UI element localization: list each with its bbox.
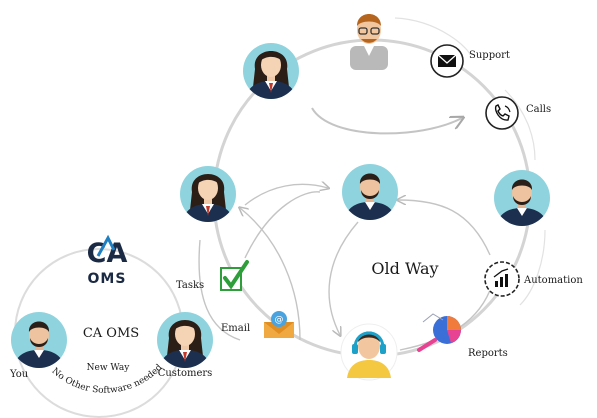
flow-arrow (311, 107, 462, 135)
automation-gear-icon (484, 261, 520, 297)
label-you: You (9, 369, 29, 380)
label-support: Support (469, 50, 510, 61)
checkmark-icon (220, 260, 249, 291)
new-way-subtitle: New Way (87, 363, 131, 373)
avatar-male-right (494, 170, 550, 228)
svg-text:CA: CA (87, 238, 128, 269)
flow-arrow (244, 184, 328, 206)
new-way-title: CA OMS (83, 326, 139, 341)
label-email: Email (221, 323, 250, 334)
pie-chart-icon (417, 313, 461, 352)
label-automation: Automation (523, 275, 583, 286)
svg-text:@: @ (275, 315, 284, 325)
avatar-headset-agent (340, 323, 398, 381)
avatar-female-left (180, 166, 236, 224)
flow-arrow (198, 239, 241, 341)
ca-oms-logo: CA OMS (87, 234, 128, 287)
flow-arrow (398, 200, 491, 256)
flow-arrow (240, 208, 301, 341)
label-customers: Customers (158, 368, 213, 379)
email-at-icon: @ (264, 311, 294, 338)
flow-arrow (328, 221, 359, 335)
flow-arrow (244, 191, 321, 259)
label-calls: Calls (526, 104, 551, 115)
label-tasks: Tasks (176, 280, 204, 291)
avatar-female-top (243, 43, 299, 101)
label-reports: Reports (468, 348, 508, 359)
avatar-customers (157, 312, 213, 370)
old-way-title: Old Way (371, 259, 438, 278)
envelope-icon (430, 44, 464, 78)
svg-text:OMS: OMS (88, 271, 127, 287)
phone-icon (485, 96, 519, 130)
avatar-male-center (342, 164, 398, 222)
avatar-support-man (350, 14, 388, 70)
